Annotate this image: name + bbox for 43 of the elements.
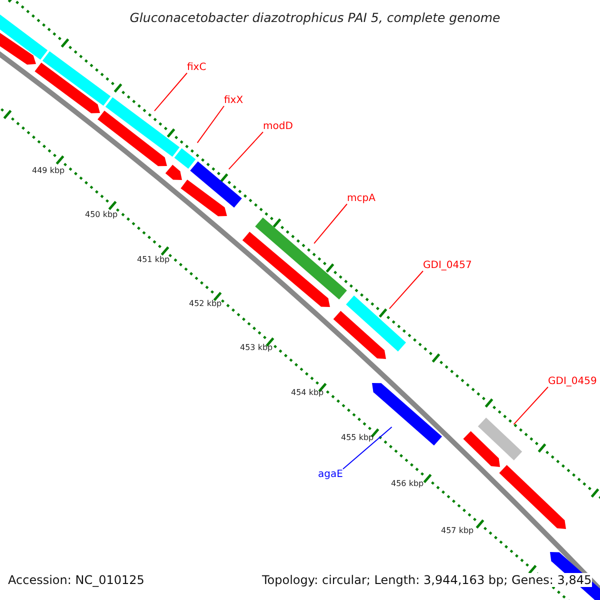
leader-line: [342, 426, 392, 470]
gene-bar: [105, 97, 180, 157]
scale-label: 452 kbp: [189, 299, 222, 308]
footer-text: Topology: circular; Length: 3,944,163 bp; Genes: 3,845: [262, 573, 592, 587]
gene-feature: [550, 552, 600, 600]
gene-label: mcpA: [347, 193, 376, 204]
scale-label: 457 kbp: [441, 526, 474, 535]
scale-label: 454 kbp: [291, 388, 324, 397]
gene-feature: [98, 110, 167, 166]
gene-bar: [174, 148, 196, 169]
scale-label: 456 kbp: [391, 479, 424, 488]
gene-bar: [190, 161, 242, 208]
leader-line: [196, 106, 224, 144]
scale-label: 451 kbp: [137, 255, 170, 264]
gene-label: agaE: [318, 469, 343, 480]
leader-line: [314, 204, 348, 244]
scale-label: 455 kbp: [341, 433, 374, 442]
gene-feature: [372, 383, 442, 446]
scale-label: 450 kbp: [85, 210, 118, 219]
gene-feature: [333, 310, 386, 359]
scale-label: 453 kbp: [240, 343, 273, 352]
gene-label: GDI_0459: [548, 376, 597, 387]
gene-bar: [255, 218, 347, 300]
leader-line: [513, 386, 548, 425]
leader-line: [228, 132, 264, 170]
gene-label: GDI_0457: [423, 260, 472, 271]
map-title: Gluconacetobacter diazotrophicus PAI 5, complete genome: [128, 10, 502, 25]
gene-label: modD: [263, 121, 293, 132]
leader-line: [388, 270, 424, 310]
gene-bar: [346, 296, 406, 352]
gene-bar: [478, 418, 522, 460]
gene-label: fixX: [224, 95, 244, 106]
gene-feature: [34, 62, 100, 114]
gene-feature: [180, 180, 227, 216]
gene-bar: [42, 51, 111, 106]
leader-line: [154, 72, 188, 112]
gene-feature: [463, 431, 500, 467]
gene-feature: [499, 465, 566, 529]
scale-label: 449 kbp: [32, 166, 65, 175]
footer-text: Accession: NC_010125: [8, 573, 144, 587]
gene-feature: [242, 232, 330, 307]
gene-feature: [165, 164, 182, 180]
gene-label: fixC: [187, 62, 206, 73]
